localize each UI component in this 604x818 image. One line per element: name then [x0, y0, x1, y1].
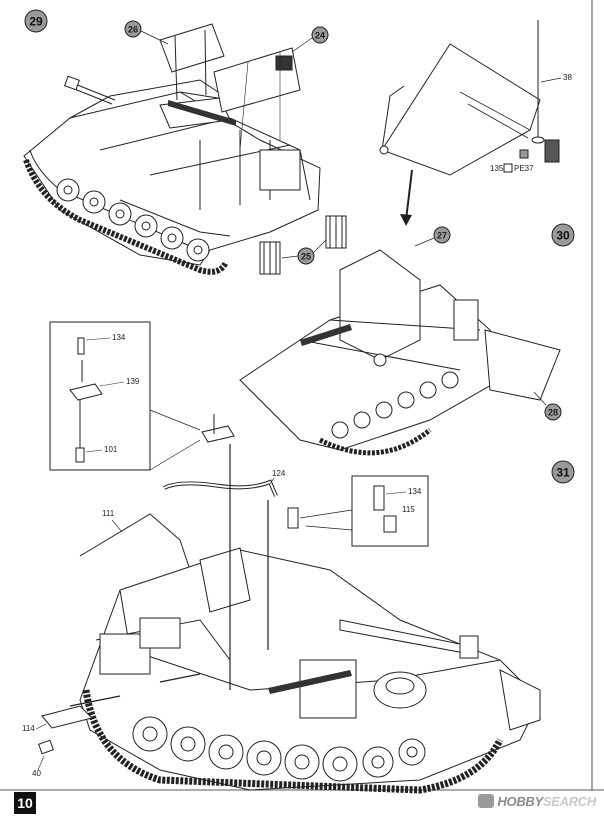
step-30-engine-grille [300, 324, 352, 346]
step-29-assembly: 29 [23, 9, 347, 275]
part-26-bracket [159, 23, 225, 101]
part-115-label: 115 [402, 505, 415, 514]
step-31-engine-grille [268, 670, 352, 694]
step-30-road-wheels [331, 371, 459, 439]
part-101-label: 101 [104, 445, 118, 454]
part-25-callout: 25 [301, 252, 311, 262]
inset-box-antenna-mount: 134 139 101 [49, 321, 201, 471]
part-134-label-bracket: 134 [408, 487, 422, 496]
part-111-label: 111 [102, 509, 115, 518]
step-30-hull [239, 249, 561, 456]
step-29-engine-grille [168, 100, 236, 126]
part-135-icon [519, 149, 529, 159]
step-31-assembly: 31 111 124 [22, 444, 575, 794]
step-29-hull [23, 75, 321, 275]
step-31-road-wheels [132, 716, 426, 782]
step-30-arrow [400, 169, 413, 226]
antenna-wire-111 [79, 513, 191, 571]
step-31-arrows [69, 444, 269, 707]
part-40-piece [38, 739, 54, 755]
part-25-ammo-racks [259, 215, 347, 275]
step-31-number: 31 [556, 466, 570, 480]
part-40-label: 40 [32, 769, 41, 778]
step-30-detail-plate [379, 20, 560, 176]
inset-box-bracket: 134 115 [299, 475, 429, 547]
part-24-plate [213, 47, 301, 151]
part-24-callout: 24 [315, 31, 325, 41]
step-29-number: 29 [29, 15, 43, 29]
part-26-callout: 26 [128, 25, 138, 35]
hobbysearch-logo-icon [478, 794, 495, 808]
pe37-label: PE37 [514, 164, 534, 173]
part-27-callout: 27 [437, 231, 447, 241]
antenna-mount-on-hull [201, 414, 235, 443]
part-135-label: 135 [490, 164, 504, 173]
part-139-label: 139 [126, 377, 140, 386]
watermark: HOBBYSEARCH [478, 794, 596, 809]
page-number: 10 [14, 792, 36, 814]
part-38-label: 38 [563, 73, 572, 82]
bracket-on-hull [287, 507, 299, 529]
part-114-label: 114 [22, 724, 35, 733]
step-30-assembly: 30 38 135 PE37 [239, 20, 575, 456]
step-29-road-wheels [56, 178, 210, 262]
part-134-label-inset: 134 [112, 333, 126, 342]
part-28-callout: 28 [548, 408, 558, 418]
pe-part-icon [503, 163, 513, 173]
step-30-number: 30 [556, 229, 570, 243]
part-114-plate [41, 705, 93, 729]
part-124-label: 124 [272, 469, 286, 478]
